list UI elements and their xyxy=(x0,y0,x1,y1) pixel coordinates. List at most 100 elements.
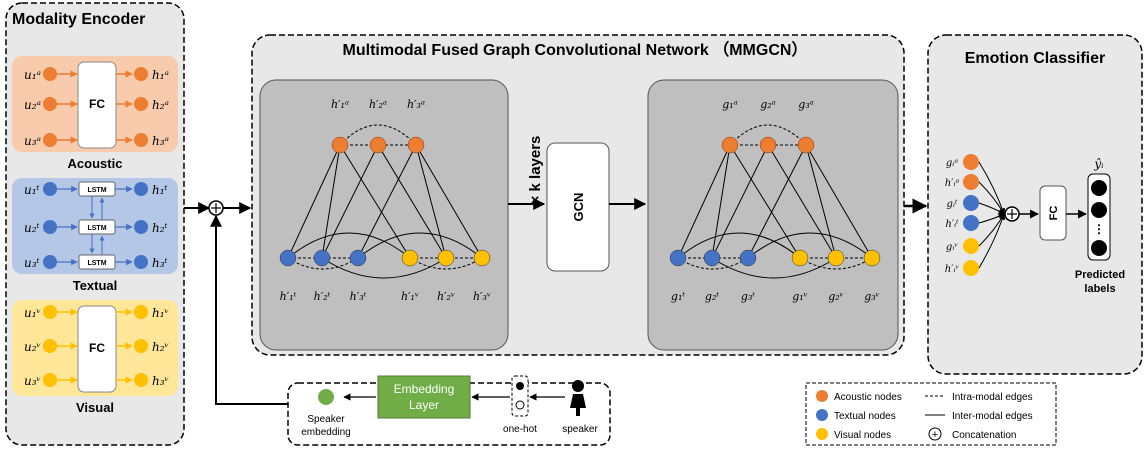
speaker-embedding-line2: embedding xyxy=(301,427,350,438)
legend: Acoustic nodes Textual nodes Visual node… xyxy=(805,382,1057,446)
classifier-input-node xyxy=(963,238,979,254)
classifier-fc-label: FC xyxy=(1048,206,1060,221)
visual-output-label: h₃ᵛ xyxy=(152,374,169,388)
acoustic-input-label: u₃ᵃ xyxy=(24,134,41,148)
visual-input-node xyxy=(43,305,57,319)
textual-label: Textual xyxy=(73,278,118,293)
textual-input-node xyxy=(43,182,57,196)
visual-output-label: h₁ᵛ xyxy=(152,306,169,320)
acoustic-output-node xyxy=(134,97,148,111)
predicted-labels-line1: Predicted xyxy=(1075,269,1125,281)
classifier-input-label: gᵢᵃ xyxy=(946,158,958,169)
textual-graph-node xyxy=(279,249,297,267)
speaker-icon xyxy=(570,380,586,416)
acoustic-graph-node xyxy=(331,136,349,154)
textual-input-node xyxy=(43,255,57,269)
visual-graph-node xyxy=(437,249,455,267)
right_graph-bottom-label: g₁ᵗ xyxy=(671,290,685,303)
left_graph-bottom-label: h′₃ᵗ xyxy=(350,290,367,303)
textual-graph-node xyxy=(703,249,721,267)
acoustic-input-node xyxy=(43,67,57,81)
legend-visual-node xyxy=(816,428,828,440)
gcn-label: GCN xyxy=(571,193,586,222)
left-graph-area xyxy=(259,79,509,351)
textual-input-label: u₁ᵗ xyxy=(24,183,40,197)
mmgcn-panel: Multimodal Fused Graph Convolutional Net… xyxy=(251,34,905,356)
textual-graph-node xyxy=(669,249,687,267)
visual-output-node xyxy=(134,305,148,319)
lstm-cell-label: LSTM xyxy=(87,187,106,194)
legend-acoustic-text: Acoustic nodes xyxy=(834,392,902,403)
classifier-fc-block xyxy=(1039,185,1067,241)
classifier-input-node xyxy=(963,260,979,276)
embedding-layer-line2: Layer xyxy=(409,398,439,412)
textual-output-node xyxy=(134,255,148,269)
classifier-input-label: h′ᵢᵃ xyxy=(945,178,960,189)
acoustic-input-node xyxy=(43,133,57,147)
gcn-block xyxy=(546,142,610,272)
textual-input-label: u₂ᵗ xyxy=(24,221,40,235)
classifier-input-node xyxy=(963,154,979,170)
visual-graph-node xyxy=(791,249,809,267)
lstm-cell-label: LSTM xyxy=(87,260,106,267)
modality-encoder-title: Modality Encoder xyxy=(12,11,145,28)
right_graph-top-label: g₃ᵃ xyxy=(798,98,814,111)
visual-graph-node xyxy=(827,249,845,267)
output-ellipsis: ⋮ xyxy=(1093,222,1105,236)
right_graph-bottom-label: g₃ᵗ xyxy=(741,290,755,303)
left_graph-bottom-label: h′₂ᵗ xyxy=(314,290,331,303)
onehot-active xyxy=(516,382,524,390)
right_graph-top-label: g₁ᵃ xyxy=(722,98,738,111)
left_graph-bottom-label: h′₃ᵛ xyxy=(473,290,491,303)
acoustic-output-label: h₃ᵃ xyxy=(152,134,169,148)
visual-label: Visual xyxy=(76,400,114,415)
acoustic-input-label: u₂ᵃ xyxy=(24,98,41,112)
acoustic-graph-node xyxy=(369,136,387,154)
speaker-embedding-node xyxy=(318,389,334,405)
onehot-label: one-hot xyxy=(503,424,537,435)
speaker-label: speaker xyxy=(562,424,598,435)
textual-input-label: u₃ᵗ xyxy=(24,256,40,270)
visual-input-node xyxy=(43,339,57,353)
left_graph-bottom-label: h′₁ᵗ xyxy=(280,290,297,303)
classifier-input-label: h′ᵢᵗ xyxy=(945,219,959,230)
textual-output-label: h₂ᵗ xyxy=(152,221,168,235)
output-node xyxy=(1091,180,1107,196)
visual-graph-node xyxy=(863,249,881,267)
acoustic-graph-node xyxy=(797,136,815,154)
textual-graph-node xyxy=(739,249,757,267)
classifier-input-label: gᵢᵛ xyxy=(946,242,958,253)
acoustic-fc-label: FC xyxy=(89,97,105,111)
mmgcn-title: Multimodal Fused Graph Convolutional Net… xyxy=(343,41,808,59)
visual-graph-node xyxy=(401,249,419,267)
right_graph-bottom-label: g₃ᵛ xyxy=(864,290,880,303)
left_graph-bottom-label: h′₁ᵛ xyxy=(401,290,419,303)
textual-input-node xyxy=(43,220,57,234)
legend-concat-symbol: + xyxy=(932,429,938,441)
acoustic-graph-node xyxy=(721,136,739,154)
acoustic-output-label: h₁ᵃ xyxy=(152,68,169,82)
legend-acoustic-node xyxy=(816,390,828,402)
predicted-labels-line2: labels xyxy=(1084,283,1115,295)
legend-concat-text: Concatenation xyxy=(952,430,1017,441)
acoustic-label: Acoustic xyxy=(68,156,123,171)
textual-output-node xyxy=(134,182,148,196)
left_graph-top-label: h′₂ᵃ xyxy=(369,98,387,111)
visual-output-node xyxy=(134,339,148,353)
emotion-classifier-panel: Emotion Classifier gᵢᵃh′ᵢᵃgᵢᵗh′ᵢᵗgᵢᵛh′ᵢᵛ… xyxy=(927,34,1143,375)
legend-intra-text: Intra-modal edges xyxy=(952,392,1033,403)
classifier-input-node xyxy=(963,215,979,231)
left_graph-top-label: h′₁ᵃ xyxy=(331,98,349,111)
acoustic-output-node xyxy=(134,133,148,147)
visual-input-label: u₂ᵛ xyxy=(24,340,41,354)
textual-graph-node xyxy=(313,249,331,267)
classifier-input-node xyxy=(963,195,979,211)
visual-fc-label: FC xyxy=(89,341,105,355)
left_graph-top-label: h′₃ᵃ xyxy=(407,98,425,111)
legend-textual-text: Textual nodes xyxy=(834,411,896,422)
textual-output-label: h₃ᵗ xyxy=(152,256,168,270)
visual-input-node xyxy=(43,373,57,387)
